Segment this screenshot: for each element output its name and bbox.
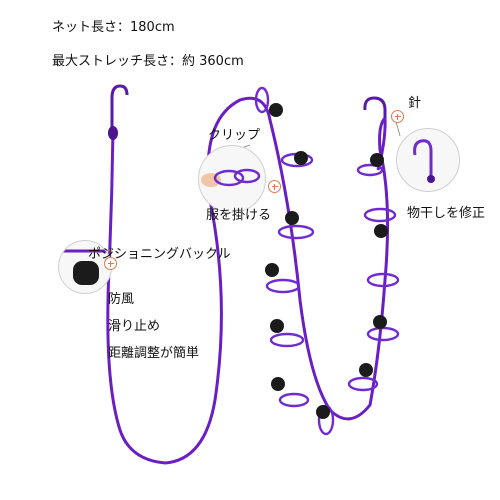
clip [269, 332, 305, 348]
right-hook-icon [363, 96, 387, 118]
bead [374, 224, 388, 238]
clip-zoom-bubble [198, 145, 266, 213]
bead [285, 211, 299, 225]
hang-clothes-label: 服を掛ける [206, 208, 272, 223]
hook-plus-icon [391, 110, 404, 123]
bead [270, 319, 284, 333]
bead [359, 363, 373, 377]
buckle-label: ポジショニングバックル [88, 247, 231, 262]
clip [347, 376, 379, 392]
adjustable-label: 距離調整が簡単 [108, 346, 200, 361]
buckle-plus-icon [104, 257, 117, 270]
left-rope [106, 129, 166, 465]
bead [265, 263, 279, 277]
clip [278, 392, 310, 408]
net-length-spec: ネット長さ：180cm [52, 20, 175, 35]
buckle-zoom-bubble [58, 240, 112, 294]
clip-label: クリップ [208, 128, 261, 143]
hook-zoom-bubble [396, 128, 460, 192]
bead [316, 405, 330, 419]
bead [373, 315, 387, 329]
clip [265, 278, 301, 294]
clip [363, 207, 397, 223]
bead [370, 153, 384, 167]
hook-label: 針 [408, 96, 422, 111]
clip-plus-icon [268, 180, 281, 193]
clip [356, 163, 384, 177]
left-hook-icon [110, 84, 129, 130]
beads-group [265, 103, 388, 419]
clip [366, 272, 400, 288]
clip [277, 224, 315, 240]
clip [254, 86, 270, 114]
clips-group [254, 86, 400, 436]
left-rope-bead [108, 126, 118, 140]
buckle-icon [73, 261, 99, 285]
bead [269, 103, 283, 117]
windproof-label: 防風 [108, 292, 135, 307]
non-slip-label: 滑り止め [108, 319, 161, 334]
bead [271, 377, 285, 391]
fix-laundry-label: 物干しを修正 [407, 206, 486, 221]
max-stretch-spec: 最大ストレッチ長さ：約 360cm [52, 54, 244, 69]
bead [294, 151, 308, 165]
main-rope [164, 96, 390, 465]
clip [366, 326, 400, 342]
